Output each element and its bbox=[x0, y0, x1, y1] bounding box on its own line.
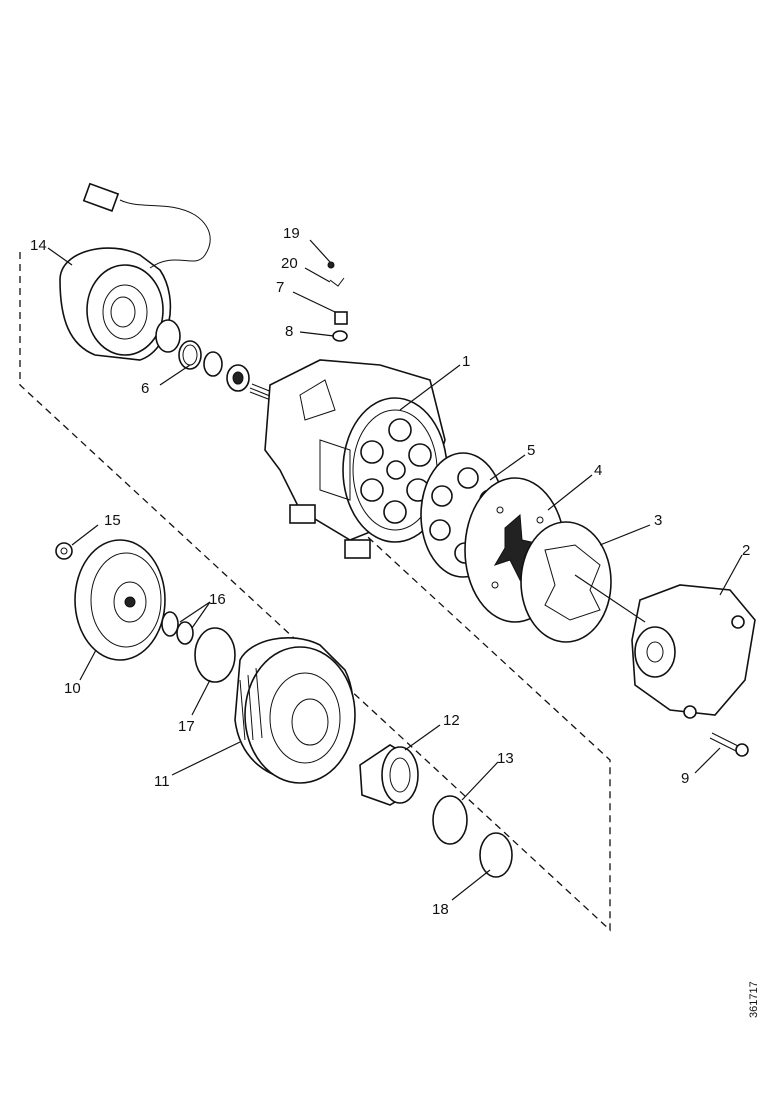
part-3-head-gasket bbox=[520, 521, 612, 643]
callout-6: 6 bbox=[141, 380, 149, 397]
callout-8: 8 bbox=[285, 323, 293, 340]
callout-3: 3 bbox=[654, 512, 662, 529]
part-10-hub-plate bbox=[55, 539, 166, 661]
callout-1: 1 bbox=[462, 353, 470, 370]
callout-11: 11 bbox=[154, 773, 170, 790]
callout-10: 10 bbox=[64, 680, 81, 697]
part-2-rear-head bbox=[631, 584, 756, 719]
part-12-bearing bbox=[359, 744, 419, 806]
callout-14: 14 bbox=[30, 237, 47, 254]
part-13-snap-ring bbox=[432, 795, 468, 845]
part-11-pulley bbox=[234, 637, 356, 784]
valve-fittings bbox=[327, 261, 348, 342]
part-14-coil bbox=[59, 182, 211, 361]
callout-5: 5 bbox=[527, 442, 535, 459]
callout-19: 19 bbox=[283, 225, 300, 242]
callout-12: 12 bbox=[443, 712, 460, 729]
callout-2: 2 bbox=[742, 542, 750, 559]
part-1-compressor bbox=[264, 359, 448, 559]
callout-20: 20 bbox=[281, 255, 298, 272]
callout-17: 17 bbox=[178, 718, 195, 735]
assembly-boundary bbox=[19, 252, 611, 932]
callout-9: 9 bbox=[681, 770, 689, 787]
callout-4: 4 bbox=[594, 462, 602, 479]
leader-lines bbox=[47, 239, 743, 901]
callout-15: 15 bbox=[104, 512, 121, 529]
diagram-code: 361717 bbox=[748, 981, 760, 1018]
part-16-shims bbox=[161, 611, 194, 645]
part-18-ring bbox=[479, 832, 513, 878]
callout-18: 18 bbox=[432, 901, 449, 918]
part-17-snap-ring bbox=[194, 627, 236, 683]
part-6-rings bbox=[155, 319, 278, 403]
part-9-bolt bbox=[709, 732, 749, 757]
callout-16: 16 bbox=[209, 591, 226, 608]
callout-7: 7 bbox=[276, 279, 284, 296]
callout-13: 13 bbox=[497, 750, 514, 767]
